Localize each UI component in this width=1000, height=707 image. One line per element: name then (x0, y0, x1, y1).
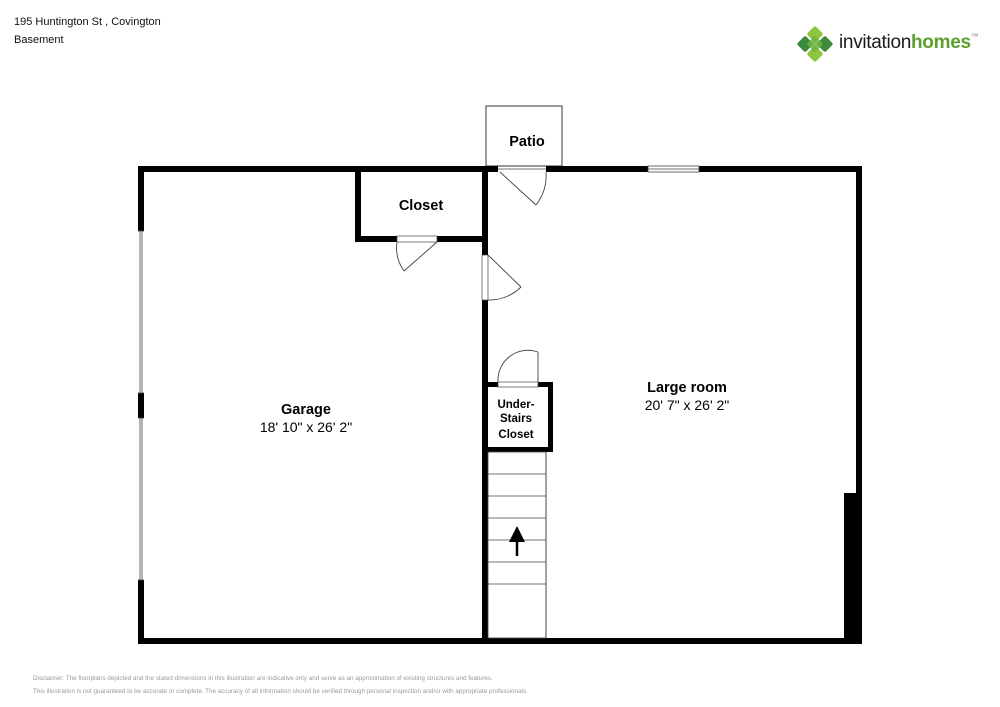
under-stairs-closet-door (497, 349, 539, 383)
room-label-garage: Garage (281, 402, 331, 418)
room-label-large-room: Large room (647, 380, 727, 396)
clover-logo-icon (797, 26, 833, 62)
room-label-under-stairs-3: Closet (498, 429, 533, 441)
patio-outline (485, 105, 563, 167)
property-address: 195 Huntington St , Covington (14, 16, 161, 28)
trademark-symbol: ™ (970, 32, 979, 41)
garage-door-openings (138, 230, 144, 581)
brand-logo: invitationhomes™ (797, 24, 979, 64)
disclaimer-line-2: This illustration is not guaranteed to b… (33, 688, 528, 695)
room-label-under-stairs-2: Stairs (500, 413, 532, 425)
room-label-under-stairs-1: Under- (497, 399, 534, 411)
floor-level-label: Basement (14, 34, 64, 46)
interior-wall (482, 172, 488, 644)
room-dimensions-large-room: 20' 7" x 26' 2" (645, 397, 730, 413)
disclaimer-line-1: Disclaimer: The floorplans depicted and … (33, 675, 493, 682)
patio-door (498, 168, 547, 206)
room-label-patio: Patio (509, 134, 545, 150)
brand-name-part2: homes (911, 32, 971, 53)
under-stairs-closet-walls (482, 381, 553, 452)
brand-wordmark: invitationhomes™ (839, 32, 979, 54)
large-room-door (481, 254, 522, 301)
stairs-up-arrow-icon (509, 526, 525, 556)
room-dimensions-garage: 18' 10" x 26' 2" (260, 419, 352, 435)
brand-name-part1: invitation (839, 32, 911, 53)
closet-walls (355, 172, 488, 242)
window (647, 165, 700, 173)
room-label-closet: Closet (399, 198, 443, 214)
exterior-walls (138, 166, 862, 644)
closet-door (396, 235, 438, 272)
